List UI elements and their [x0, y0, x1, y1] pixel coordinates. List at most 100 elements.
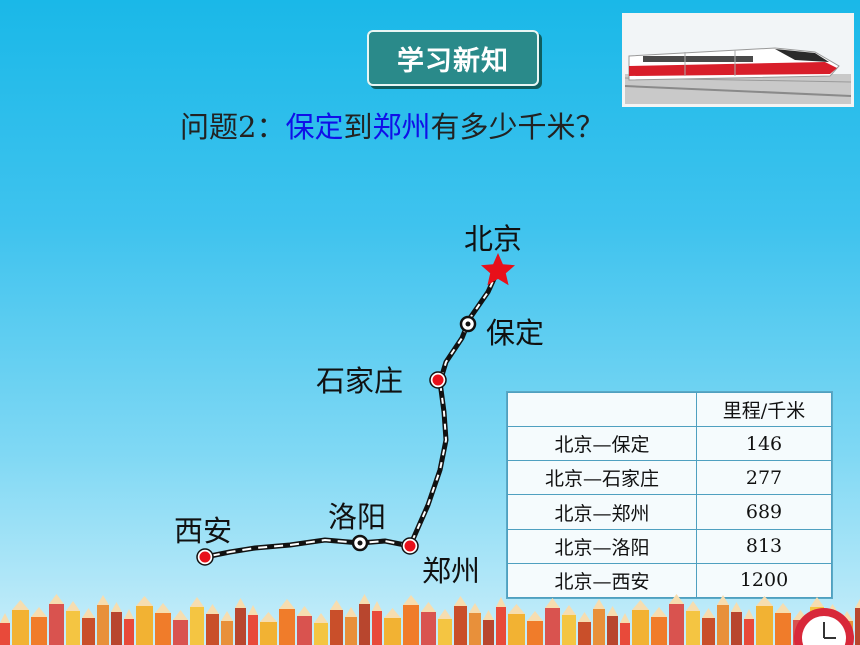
ring-icon — [351, 534, 369, 552]
pencil-decoration — [403, 605, 419, 645]
pencil-decoration — [469, 613, 481, 645]
pencil-tip-decoration — [421, 602, 436, 612]
route-cell: 北京—郑州 — [507, 494, 697, 530]
table-header-cell — [507, 391, 697, 428]
pencil-tip-decoration — [279, 599, 295, 609]
question-prefix: 问题2： — [180, 110, 286, 144]
pencil-decoration — [82, 618, 95, 645]
pencil-decoration — [97, 605, 109, 645]
pencil-tip-decoration — [248, 605, 258, 615]
pencil-decoration — [279, 609, 295, 645]
pencil-decoration — [756, 606, 773, 645]
question-mid: 到 — [343, 110, 373, 144]
pencil-decoration — [190, 607, 204, 645]
pencil-decoration — [421, 612, 436, 645]
pencil-tip-decoration — [527, 611, 543, 621]
pencil-decoration — [111, 612, 122, 645]
pencil-decoration — [545, 608, 560, 645]
pencil-decoration — [384, 618, 401, 645]
red-dot-icon — [196, 548, 214, 566]
pencil-tip-decoration — [717, 595, 729, 605]
table-row: 北京—石家庄 277 — [507, 460, 832, 496]
pencil-tip-decoration — [545, 598, 560, 608]
pencil-decoration — [775, 613, 791, 645]
pencil-tip-decoration — [578, 612, 591, 622]
city-label-shijiazhuang: 石家庄 — [316, 364, 404, 398]
table-header-row: 里程/千米 — [507, 391, 832, 428]
red-dot-icon — [401, 537, 419, 555]
pencil-tip-decoration — [314, 613, 328, 623]
pencil-tip-decoration — [345, 607, 357, 617]
pencil-tip-decoration — [632, 600, 649, 610]
distance-cell: 813 — [696, 528, 832, 564]
pencil-tip-decoration — [111, 602, 122, 612]
question-to-city: 郑州 — [372, 110, 431, 144]
ring-icon — [459, 315, 477, 333]
pencil-decoration — [49, 604, 64, 645]
pencil-tip-decoration — [483, 610, 494, 620]
city-label-beijing: 北京 — [464, 222, 523, 256]
pencil-decoration — [124, 619, 134, 645]
pencil-decoration — [562, 615, 576, 645]
pencil-decoration — [345, 617, 357, 645]
pencil-tip-decoration — [562, 605, 576, 615]
pencil-decoration — [702, 618, 715, 645]
city-label-baoding: 保定 — [486, 316, 545, 350]
pencil-decoration — [136, 606, 153, 645]
pencil-decoration — [314, 623, 328, 645]
route-cell: 北京—石家庄 — [507, 460, 697, 496]
pencil-tip-decoration — [190, 597, 204, 607]
pencil-tip-decoration — [469, 603, 481, 613]
pencil-tip-decoration — [49, 594, 64, 604]
pencil-decoration — [651, 617, 667, 645]
pencil-decoration — [454, 606, 467, 645]
pencil-decoration — [235, 608, 246, 645]
pencil-decoration — [12, 610, 29, 645]
red-star-icon — [481, 253, 515, 286]
pencil-decoration — [438, 619, 452, 645]
table-row: 北京—西安 1200 — [507, 562, 832, 599]
pencil-tip-decoration — [206, 604, 219, 614]
pencil-tip-decoration — [775, 603, 791, 613]
table-row: 北京—保定 146 — [507, 426, 832, 462]
pencil-tip-decoration — [508, 604, 525, 614]
pencil-decoration — [297, 616, 312, 645]
question-text: 问题2：保定到郑州有多少千米？ — [180, 104, 605, 146]
pencil-tip-decoration — [82, 608, 95, 618]
distance-cell: 146 — [696, 426, 832, 462]
pencil-tip-decoration — [686, 601, 700, 611]
pencil-tip-decoration — [0, 613, 10, 623]
pencil-decoration — [508, 614, 525, 645]
pencil-decoration — [855, 608, 860, 645]
city-label-luoyang: 洛阳 — [328, 500, 387, 534]
pencil-tip-decoration — [756, 596, 773, 606]
pencil-tip-decoration — [855, 598, 860, 608]
pencil-decoration — [359, 604, 370, 645]
clock-decoration-icon — [794, 608, 854, 645]
pencil-decoration — [669, 604, 684, 645]
distance-cell: 1200 — [696, 562, 832, 599]
table-header-cell: 里程/千米 — [696, 391, 832, 428]
pencil-decoration — [206, 614, 219, 645]
pencil-decoration — [686, 611, 700, 645]
pencil-tip-decoration — [669, 594, 684, 604]
pencil-tip-decoration — [607, 606, 618, 616]
question-from-city: 保定 — [285, 110, 344, 144]
red-dot-icon — [429, 371, 447, 389]
route-cell: 北京—保定 — [507, 426, 697, 462]
pencil-tip-decoration — [66, 601, 80, 611]
pencil-tip-decoration — [810, 597, 824, 607]
section-badge: 学习新知 — [367, 30, 539, 86]
pencil-decoration — [744, 619, 754, 645]
pencil-tip-decoration — [221, 611, 233, 621]
city-label-xian: 西安 — [174, 514, 233, 548]
pencil-decoration — [483, 620, 494, 645]
pencil-decoration — [527, 621, 543, 645]
table-row: 北京—洛阳 813 — [507, 528, 832, 564]
pencil-tip-decoration — [136, 596, 153, 606]
pencil-tip-decoration — [97, 595, 109, 605]
pencil-tip-decoration — [359, 594, 370, 604]
route-cell: 北京—洛阳 — [507, 528, 697, 564]
distance-cell: 689 — [696, 494, 832, 530]
